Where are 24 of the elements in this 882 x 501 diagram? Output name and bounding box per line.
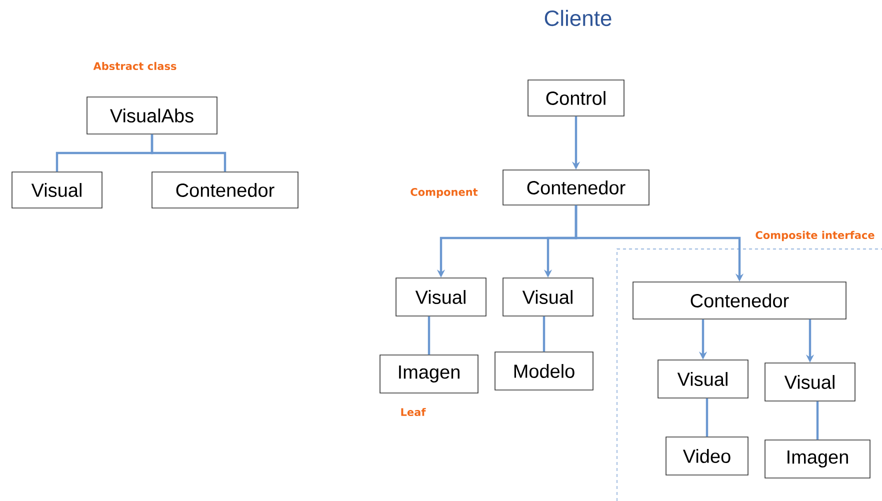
class-box: Modelo [494, 352, 594, 390]
connector [428, 316, 430, 355]
annotation-label: Composite interface [756, 230, 874, 242]
class-box: Imagen [764, 440, 870, 478]
class-box: Visual [12, 172, 102, 208]
class-box: Visual [396, 278, 486, 316]
connector [816, 401, 819, 440]
class-box: Video [666, 436, 748, 476]
annotation-label: Leaf [401, 408, 426, 416]
class-box: Contenedor [632, 282, 846, 320]
class-box: Contenedor [502, 170, 650, 206]
title: Cliente [544, 10, 612, 26]
class-box: Imagen [380, 354, 478, 394]
class-box: Control [528, 80, 624, 116]
class-box: Contenedor [152, 172, 298, 208]
annotation-label: Component [410, 188, 478, 198]
class-box: VisualAbs [86, 96, 218, 134]
connector [150, 134, 226, 172]
connector [542, 316, 546, 352]
class-box: Visual [764, 362, 856, 402]
connector [706, 398, 708, 437]
class-box: Visual [658, 360, 748, 398]
class-box: Visual [502, 278, 594, 316]
annotation-label: Abstract class [93, 62, 176, 70]
